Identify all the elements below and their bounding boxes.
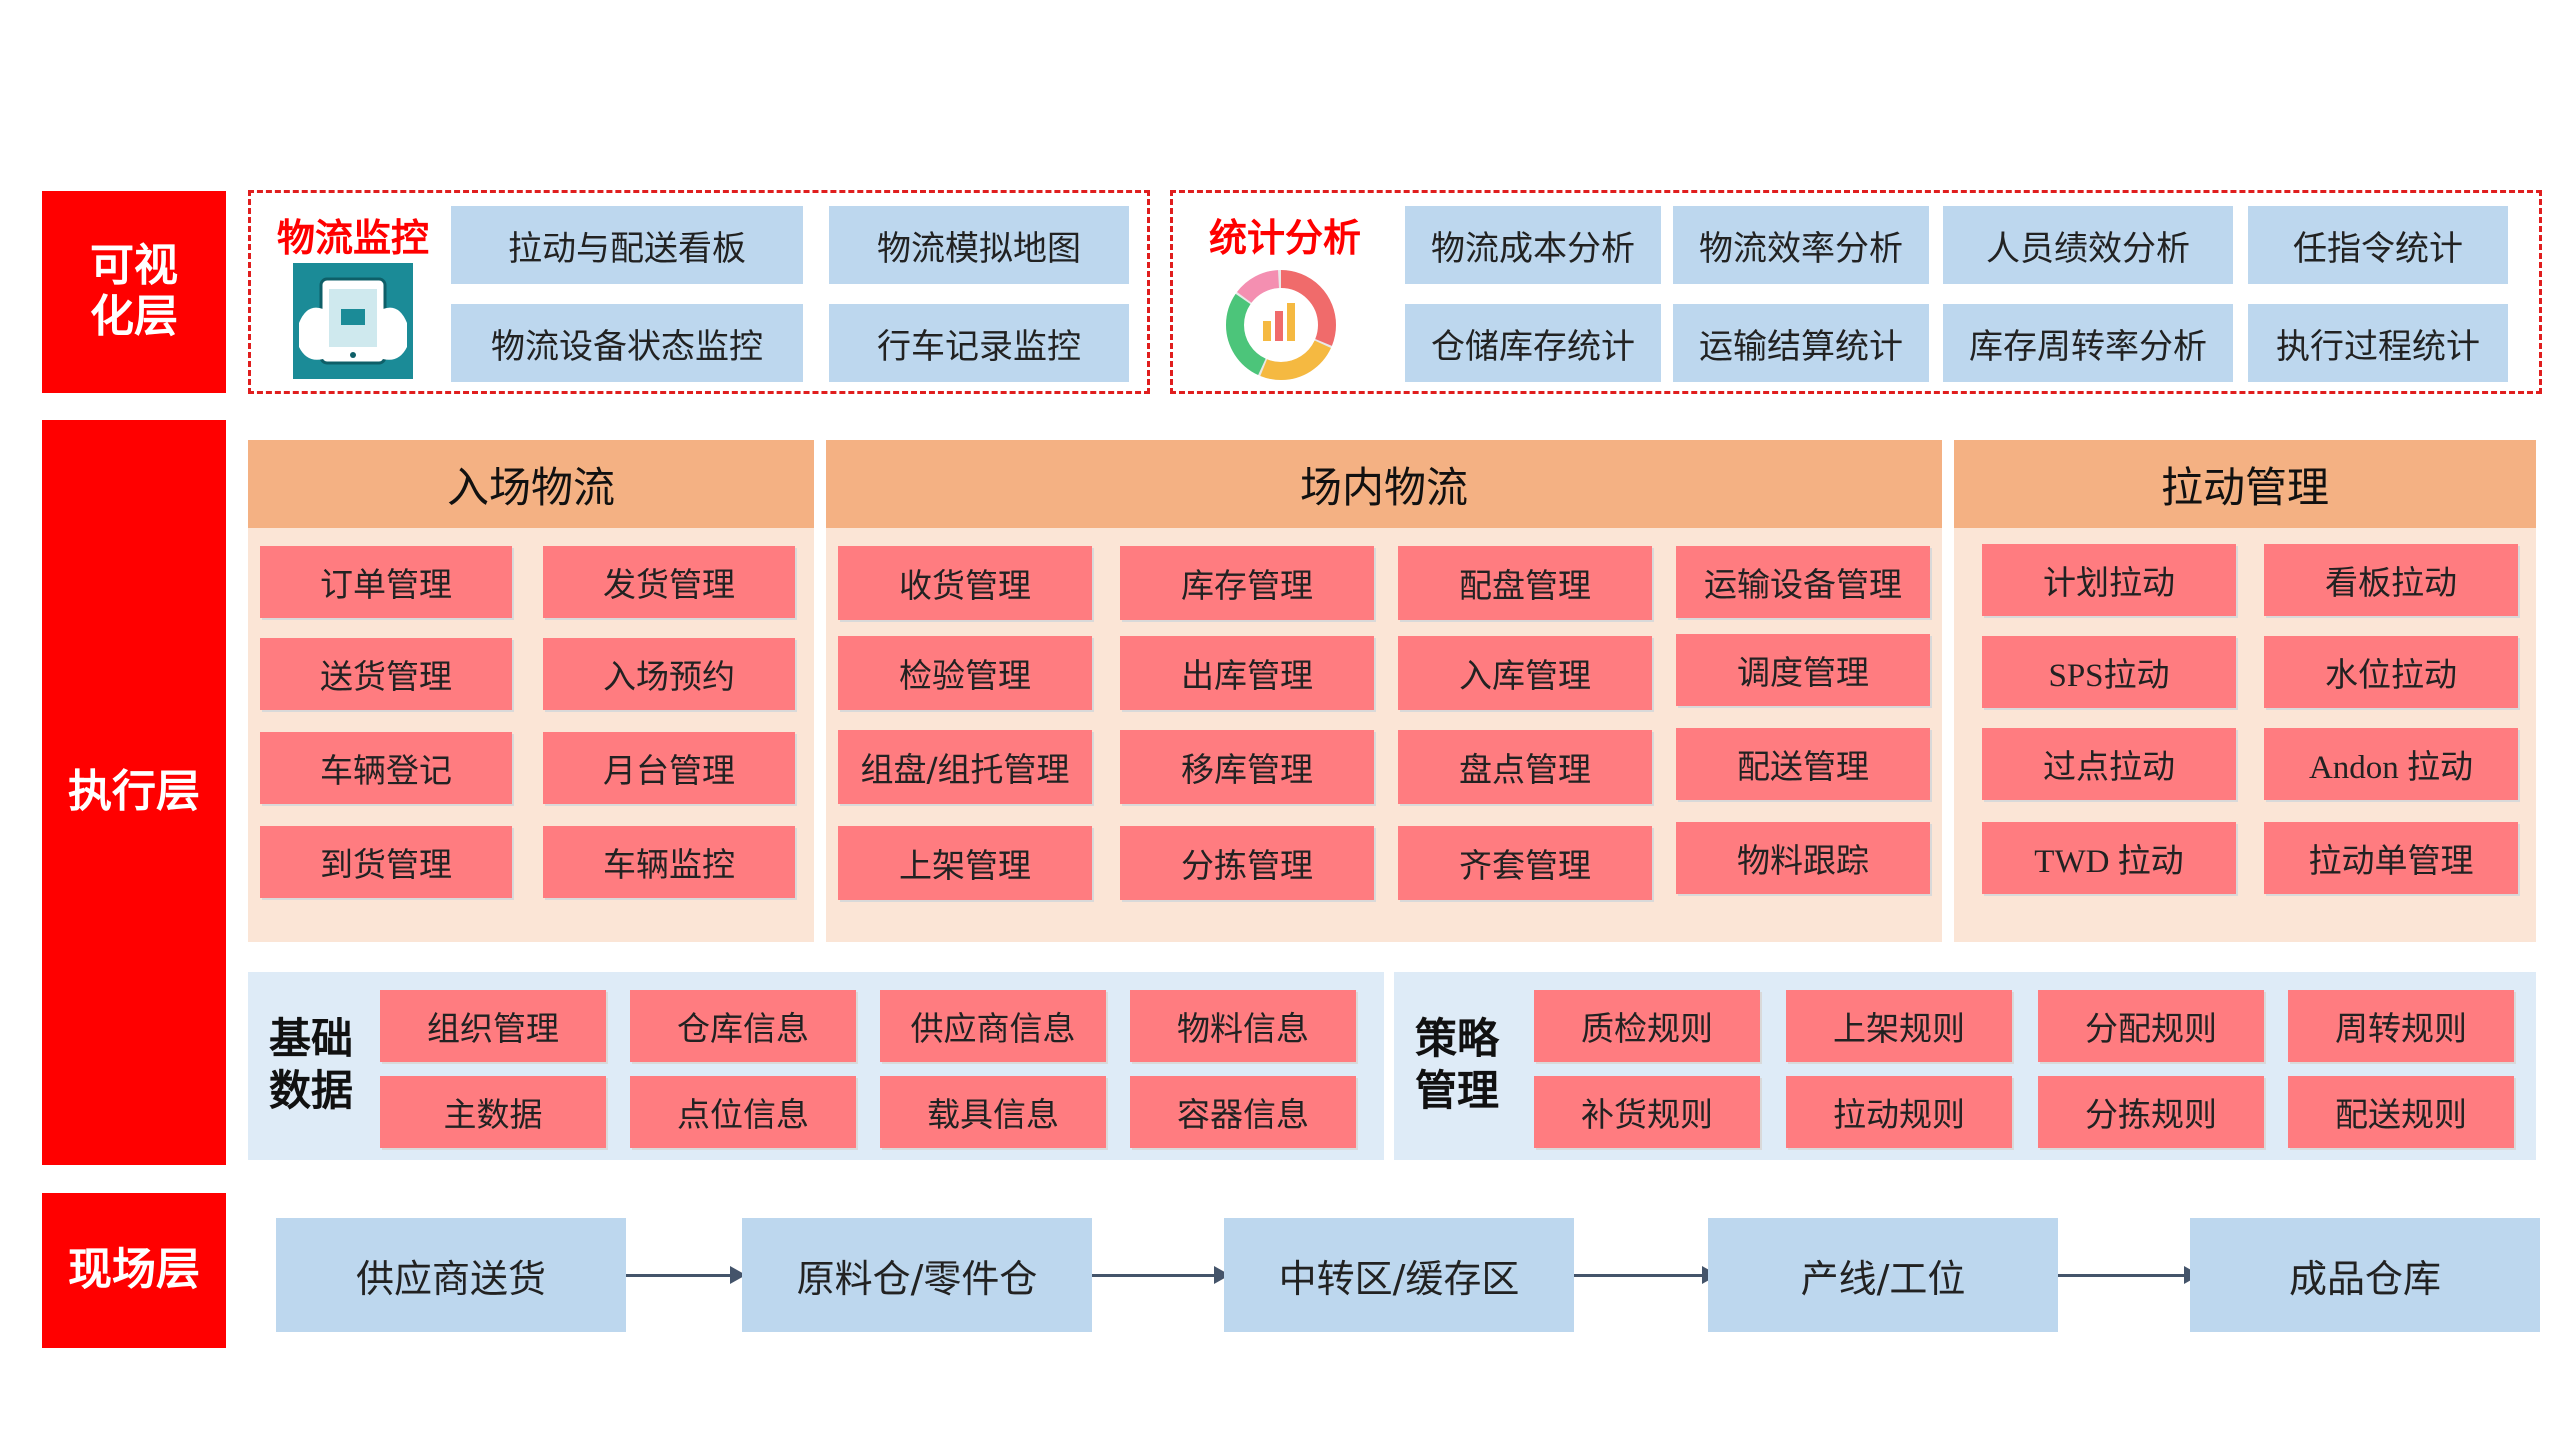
pull-item[interactable]: 计划拉动	[1982, 544, 2236, 616]
internal-item[interactable]: 收货管理	[838, 546, 1092, 620]
logistics-monitor-title: 物流监控	[277, 216, 430, 260]
flow-step: 供应商送货	[276, 1218, 626, 1332]
stats-item[interactable]: 仓储库存统计	[1405, 304, 1661, 382]
internal-item[interactable]: 配送管理	[1676, 728, 1930, 800]
internal-item[interactable]: 入库管理	[1398, 636, 1652, 710]
basic-data-item[interactable]: 点位信息	[630, 1076, 856, 1148]
stats-item[interactable]: 执行过程统计	[2248, 304, 2508, 382]
flow-arrow	[1574, 1274, 1706, 1277]
inbound-item[interactable]: 入场预约	[543, 638, 795, 710]
internal-item[interactable]: 移库管理	[1120, 730, 1374, 804]
strategy-item[interactable]: 分拣规则	[2038, 1076, 2264, 1148]
stats-item[interactable]: 物流效率分析	[1673, 206, 1929, 284]
internal-item[interactable]: 出库管理	[1120, 636, 1374, 710]
inbound-item[interactable]: 车辆登记	[260, 732, 512, 804]
basic-data-item[interactable]: 供应商信息	[880, 990, 1106, 1062]
stats-item[interactable]: 人员绩效分析	[1943, 206, 2233, 284]
layer-label-exec: 执行层	[42, 420, 226, 1165]
pull-item[interactable]: SPS拉动	[1982, 636, 2236, 708]
flow-step: 中转区/缓存区	[1224, 1218, 1574, 1332]
pull-item[interactable]: Andon 拉动	[2264, 728, 2518, 800]
layer-label-field: 现场层	[42, 1193, 226, 1348]
basic-data-item[interactable]: 组织管理	[380, 990, 606, 1062]
strategy-item[interactable]: 周转规则	[2288, 990, 2514, 1062]
internal-item[interactable]: 盘点管理	[1398, 730, 1652, 804]
internal-item[interactable]: 上架管理	[838, 826, 1092, 900]
inbound-item[interactable]: 到货管理	[260, 826, 512, 898]
flow-arrow	[2058, 1274, 2188, 1277]
pull-item[interactable]: 拉动单管理	[2264, 822, 2518, 894]
basic-data-title: 基础 数据	[268, 1013, 353, 1116]
flow-step: 产线/工位	[1708, 1218, 2058, 1332]
basic-data-item[interactable]: 载具信息	[880, 1076, 1106, 1148]
donut-chart-icon	[1219, 265, 1343, 385]
basic-data-item[interactable]: 容器信息	[1130, 1076, 1356, 1148]
pull-item[interactable]: TWD 拉动	[1982, 822, 2236, 894]
statistics-group: 统计分析 物流成本分析 物流效率分析 人员绩效分析 任指令统计 仓储库存统计 运…	[1170, 190, 2542, 394]
statistics-title: 统计分析	[1209, 216, 1362, 260]
strategy-item[interactable]: 拉动规则	[1786, 1076, 2012, 1148]
inbound-item[interactable]: 月台管理	[543, 732, 795, 804]
monitor-item[interactable]: 行车记录监控	[829, 304, 1129, 382]
internal-item[interactable]: 检验管理	[838, 636, 1092, 710]
strategy-item[interactable]: 质检规则	[1534, 990, 1760, 1062]
pull-header: 拉动管理	[1954, 440, 2536, 528]
basic-data-item[interactable]: 仓库信息	[630, 990, 856, 1062]
strategy-item[interactable]: 补货规则	[1534, 1076, 1760, 1148]
basic-data-item[interactable]: 物料信息	[1130, 990, 1356, 1062]
strategy-item[interactable]: 配送规则	[2288, 1076, 2514, 1148]
strategy-item[interactable]: 上架规则	[1786, 990, 2012, 1062]
internal-item[interactable]: 齐套管理	[1398, 826, 1652, 900]
inbound-item[interactable]: 订单管理	[260, 546, 512, 618]
monitor-item[interactable]: 拉动与配送看板	[451, 206, 803, 284]
inbound-header: 入场物流	[248, 440, 814, 528]
pull-item[interactable]: 水位拉动	[2264, 636, 2518, 708]
flow-arrow	[1092, 1274, 1218, 1277]
flow-arrow	[626, 1274, 734, 1277]
strategy-title: 策略 管理	[1414, 1013, 1499, 1116]
stats-item[interactable]: 物流成本分析	[1405, 206, 1661, 284]
internal-item[interactable]: 分拣管理	[1120, 826, 1374, 900]
pull-item[interactable]: 过点拉动	[1982, 728, 2236, 800]
tablet-hands-icon	[293, 263, 413, 379]
flow-step: 原料仓/零件仓	[742, 1218, 1092, 1332]
internal-item[interactable]: 物料跟踪	[1676, 822, 1930, 894]
internal-item[interactable]: 库存管理	[1120, 546, 1374, 620]
strategy-item[interactable]: 分配规则	[2038, 990, 2264, 1062]
inbound-item[interactable]: 送货管理	[260, 638, 512, 710]
stats-item[interactable]: 任指令统计	[2248, 206, 2508, 284]
stats-item[interactable]: 库存周转率分析	[1943, 304, 2233, 382]
pull-item[interactable]: 看板拉动	[2264, 544, 2518, 616]
inbound-item[interactable]: 发货管理	[543, 546, 795, 618]
inbound-item[interactable]: 车辆监控	[543, 826, 795, 898]
internal-item[interactable]: 调度管理	[1676, 634, 1930, 706]
internal-item[interactable]: 运输设备管理	[1676, 546, 1930, 618]
stats-item[interactable]: 运输结算统计	[1673, 304, 1929, 382]
flow-step: 成品仓库	[2190, 1218, 2540, 1332]
monitor-item[interactable]: 物流设备状态监控	[451, 304, 803, 382]
logistics-monitor-group: 物流监控 拉动与配送看板 物流模拟地图 物流设备状态监控 行车记录监控	[248, 190, 1150, 394]
layer-label-visual: 可视 化层	[42, 191, 226, 393]
internal-item[interactable]: 配盘管理	[1398, 546, 1652, 620]
monitor-item[interactable]: 物流模拟地图	[829, 206, 1129, 284]
basic-data-item[interactable]: 主数据	[380, 1076, 606, 1148]
internal-item[interactable]: 组盘/组托管理	[838, 730, 1092, 804]
internal-header: 场内物流	[826, 440, 1942, 528]
